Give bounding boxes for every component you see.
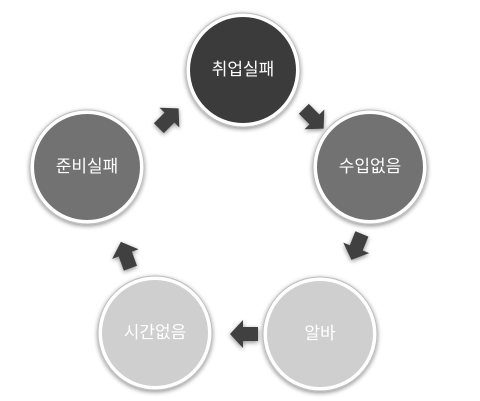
node-5: 준비실패 xyxy=(29,109,145,225)
node-3-circle xyxy=(267,281,373,387)
node-1-circle xyxy=(190,17,296,123)
node-2: 수입없음 xyxy=(312,109,428,225)
node-2-circle xyxy=(317,114,423,220)
node-4-circle xyxy=(102,280,208,386)
arrow-2-to-3 xyxy=(343,231,370,260)
node-4-label: 시간없음 xyxy=(124,323,187,343)
arrow-1-to-2 xyxy=(298,103,325,130)
node-1-label: 취업실패 xyxy=(212,60,275,80)
node-4: 시간없음 xyxy=(97,275,213,391)
arrow-3-to-4 xyxy=(230,320,258,348)
node-5-circle xyxy=(34,114,140,220)
node-5-label: 준비실패 xyxy=(56,157,119,177)
arrow-layer xyxy=(112,103,370,348)
node-1: 취업실패 xyxy=(185,12,301,128)
arrow-5-to-1 xyxy=(153,107,180,134)
node-3: 알바 xyxy=(262,276,378,392)
node-3-label: 알바 xyxy=(304,324,336,344)
arrow-4-to-5 xyxy=(112,241,139,271)
node-2-label: 수입없음 xyxy=(339,157,402,177)
